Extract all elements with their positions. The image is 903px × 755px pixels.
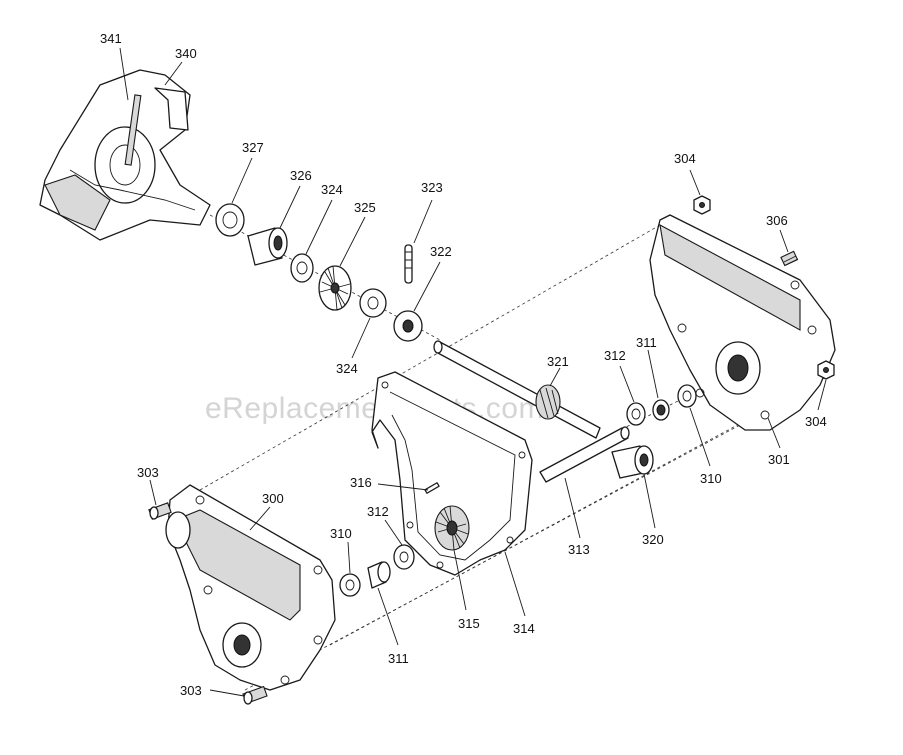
label-304-top: 304 <box>674 151 696 166</box>
label-300: 300 <box>262 491 284 506</box>
part-311-bearing-right <box>652 399 670 421</box>
label-304-right: 304 <box>805 414 827 429</box>
part-310-washer-left <box>339 573 361 597</box>
part-327-washer <box>215 203 245 237</box>
label-323: 323 <box>421 180 443 195</box>
part-321-worm-shaft <box>433 340 601 439</box>
label-311-right: 311 <box>636 335 657 350</box>
label-303-top: 303 <box>137 465 159 480</box>
part-315-gear <box>434 505 470 551</box>
part-314-gasket <box>371 371 533 576</box>
part-326-bushing <box>247 227 288 266</box>
label-310-right: 310 <box>700 471 722 486</box>
label-301: 301 <box>768 452 790 467</box>
part-324-washer-upper <box>290 253 314 283</box>
part-301-gear-case-right <box>649 214 836 431</box>
part-313-shaft <box>539 426 630 483</box>
label-310-left: 310 <box>330 526 352 541</box>
label-341: 341 <box>100 31 122 46</box>
label-340: 340 <box>175 46 197 61</box>
label-324-lower: 324 <box>336 361 358 376</box>
part-310-washer-right <box>677 384 697 408</box>
label-322: 322 <box>430 244 452 259</box>
part-306-screw <box>780 250 799 267</box>
label-314: 314 <box>513 621 535 636</box>
label-325: 325 <box>354 200 376 215</box>
part-303-screw-bottom <box>242 685 268 705</box>
part-311-bearing-left <box>367 561 391 589</box>
label-306: 306 <box>766 213 788 228</box>
part-325-bevel-gear <box>318 265 352 311</box>
part-312-washer-right <box>626 402 646 426</box>
label-312-left: 312 <box>367 504 389 519</box>
part-labels: 341 340 327 326 324 325 323 322 324 304 … <box>100 31 827 698</box>
part-304-nut-top <box>693 195 711 215</box>
part-341-pin <box>124 94 142 166</box>
part-316-key <box>424 482 440 494</box>
label-311-left: 311 <box>388 651 409 666</box>
part-303-screw-top <box>148 502 172 520</box>
part-300-gear-case-left <box>165 484 336 691</box>
part-322-collar <box>393 310 423 342</box>
part-324-washer-lower <box>359 288 387 318</box>
label-326: 326 <box>290 168 312 183</box>
label-316: 316 <box>350 475 372 490</box>
label-327: 327 <box>242 140 264 155</box>
part-323-pin <box>404 244 413 284</box>
leader-lines <box>119 47 827 697</box>
label-320: 320 <box>642 532 664 547</box>
label-321: 321 <box>547 354 569 369</box>
label-324-upper: 324 <box>321 182 343 197</box>
label-303-bottom: 303 <box>180 683 202 698</box>
part-340-chute-housing <box>39 69 211 241</box>
part-312-washer-left <box>393 544 415 570</box>
label-315: 315 <box>458 616 480 631</box>
part-304-nut-right <box>817 360 835 380</box>
part-320-bushing <box>611 445 654 479</box>
label-313: 313 <box>568 542 590 557</box>
label-312-right: 312 <box>604 348 626 363</box>
